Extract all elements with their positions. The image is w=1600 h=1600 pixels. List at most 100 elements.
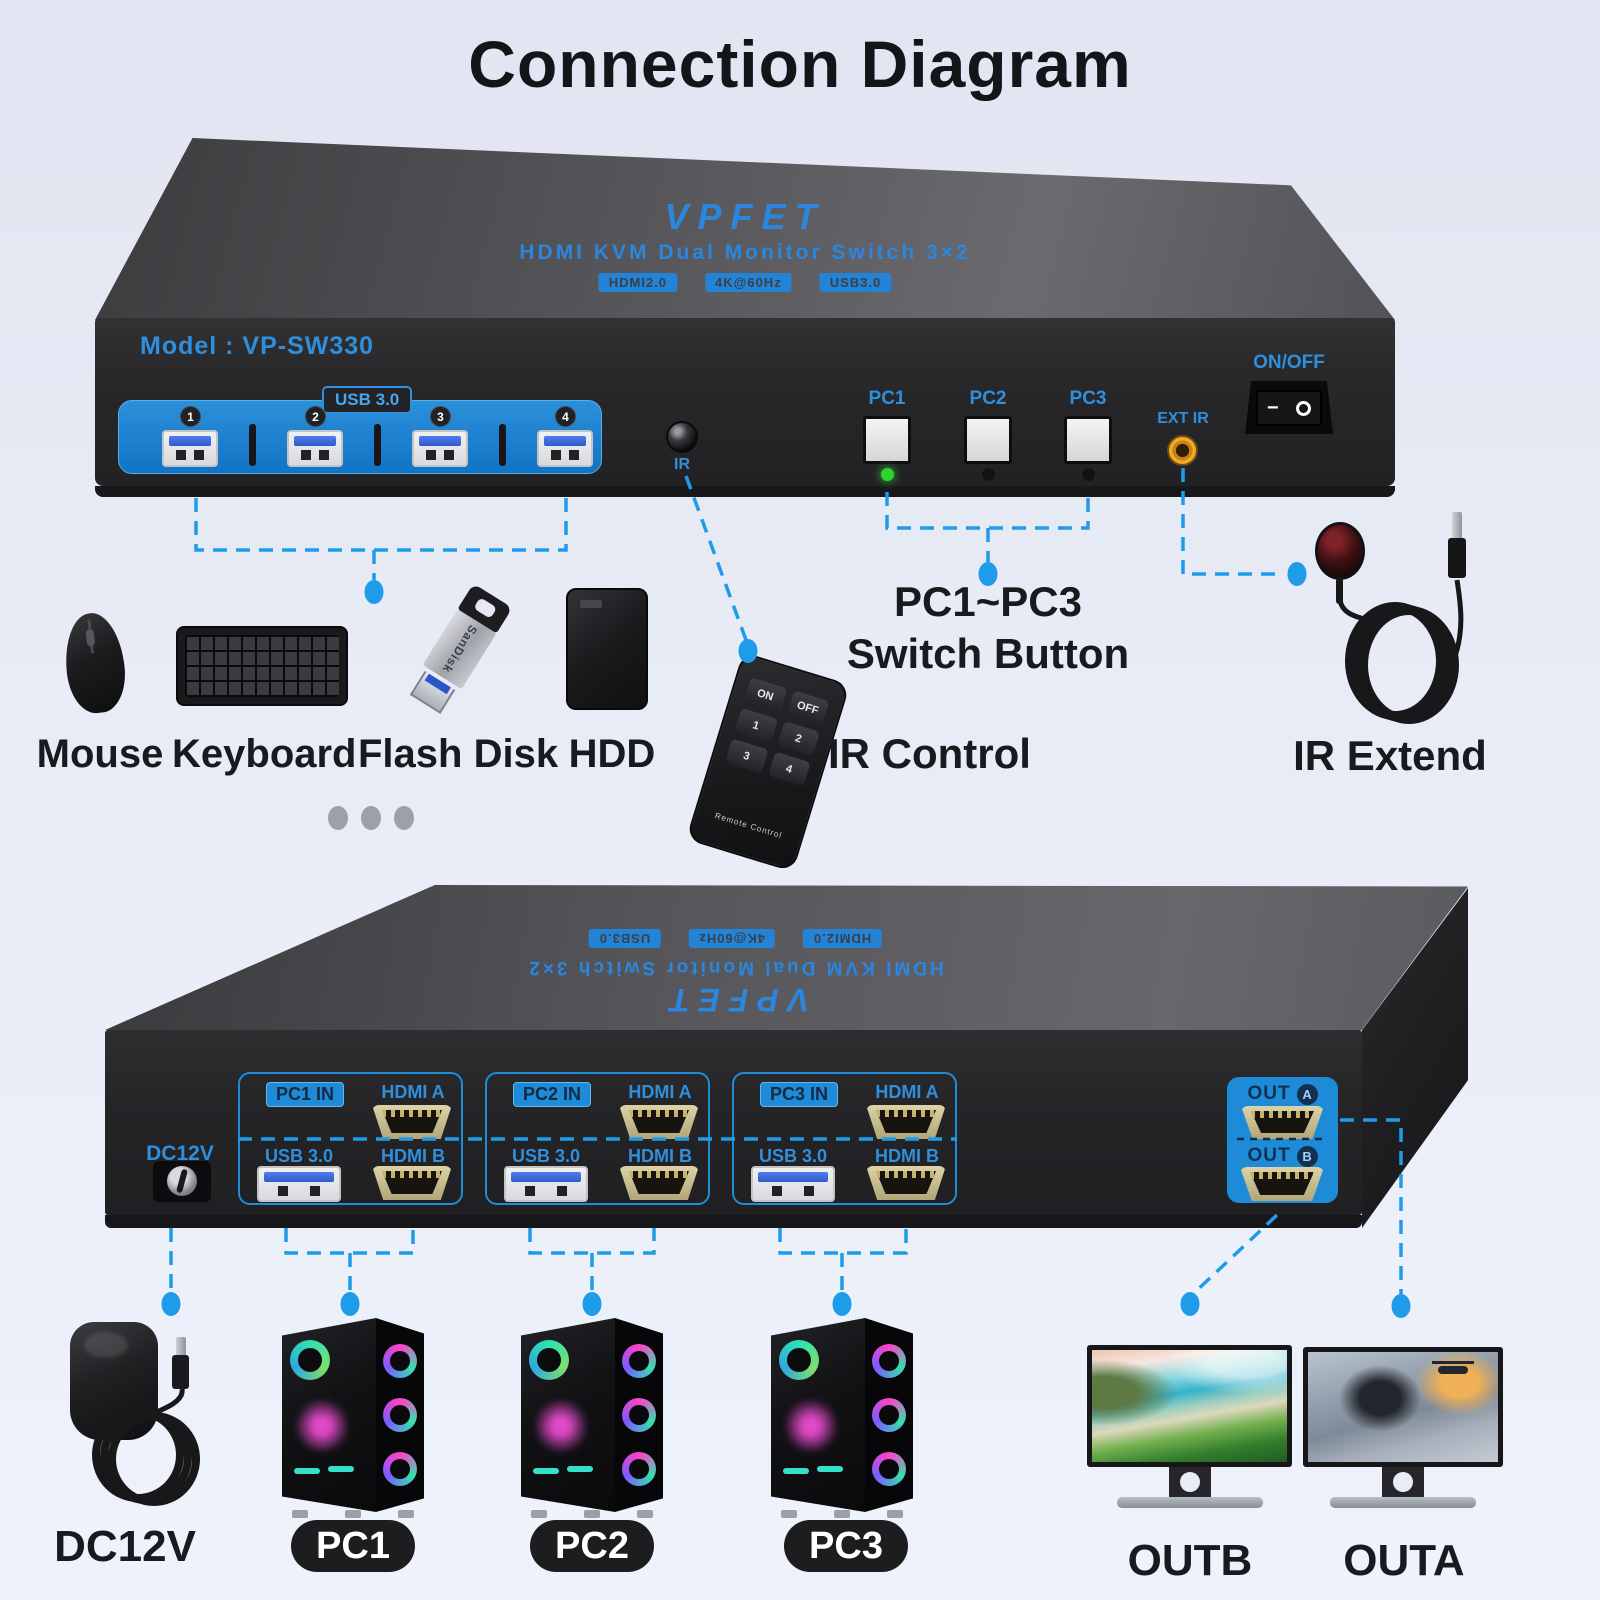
usb-port-1[interactable] <box>162 430 218 467</box>
usb-host-port[interactable] <box>751 1166 835 1202</box>
monitor-outa-stand <box>1382 1467 1424 1499</box>
brand-block-rear: VPFET HDMI KVM Dual Monitor Switch 3×2 H… <box>526 929 943 1018</box>
ext-ir-jack[interactable] <box>1167 435 1198 466</box>
pc3-in-group: PC3 IN HDMI A USB 3.0 HDMI B <box>732 1072 957 1205</box>
pc2-button-label: PC2 <box>969 388 1007 409</box>
remote-1-button[interactable]: 1 <box>734 707 778 743</box>
rocker-off-mark <box>1296 400 1312 416</box>
monitor-outa-base <box>1330 1497 1476 1508</box>
power-rocker-switch[interactable]: − <box>1256 390 1322 426</box>
switch-callout-line1: PC1~PC3 <box>894 578 1082 625</box>
usb-separator <box>374 424 381 466</box>
pc1-button-label: PC1 <box>868 388 906 409</box>
hdmi-a-label: HDMI A <box>875 1082 939 1102</box>
dc-port-label: DC12V <box>146 1142 214 1165</box>
pc1-switch-button[interactable] <box>863 416 911 464</box>
hdmi-b-port[interactable] <box>619 1166 699 1200</box>
pc3-pill-label: PC3 <box>784 1520 908 1572</box>
more-devices-ellipsis <box>328 806 414 830</box>
ir-label: IR <box>674 456 690 473</box>
pc2-tower-icon <box>521 1318 663 1518</box>
hdmi-b-port[interactable] <box>372 1166 452 1200</box>
remote-off-button[interactable]: OFF <box>786 690 830 726</box>
usb-port-number-3: 3 <box>430 406 451 427</box>
hdmi-b-port[interactable] <box>866 1166 946 1200</box>
remote-on-button[interactable]: ON <box>743 677 787 713</box>
dc-barrel-tip <box>176 1337 186 1357</box>
dc12v-label: DC12V <box>54 1522 196 1571</box>
mouse-label: Mouse <box>36 732 164 776</box>
monitor-outa-icon <box>1303 1347 1503 1467</box>
brand-product-name: HDMI KVM Dual Monitor Switch 3×2 <box>519 241 971 264</box>
hdmi-a-label: HDMI A <box>628 1082 692 1102</box>
usb-label: USB 3.0 <box>511 1146 581 1166</box>
outb-label: OUTB <box>1127 1536 1253 1585</box>
model-label: Model : VP-SW330 <box>140 332 375 360</box>
ir-control-label: IR Control <box>828 730 1031 777</box>
dc-power-jack[interactable] <box>153 1161 211 1202</box>
remote-4-button[interactable]: 4 <box>767 751 811 787</box>
pc3-led <box>1082 468 1095 481</box>
remote-3-button[interactable]: 3 <box>724 738 769 774</box>
keyboard-label: Keyboard <box>172 732 357 776</box>
outa-label: OUTA <box>1343 1536 1465 1585</box>
ir-remote-icon: ON OFF 1 2 3 4 Remote Control <box>685 651 851 873</box>
out-b-hdmi-port[interactable] <box>1240 1167 1324 1201</box>
hdmi-b-label: HDMI B <box>628 1146 692 1166</box>
ir-extend-stem <box>1336 578 1343 604</box>
audio-plug-tip <box>1452 512 1462 540</box>
brand-badges-rear: HDMI2.0 4K@60Hz USB3.0 <box>526 929 943 948</box>
usb-port-number-4: 4 <box>555 406 576 427</box>
usb-port-4[interactable] <box>537 430 593 467</box>
helicopter-shape <box>1432 1361 1474 1374</box>
badge-4k: 4K@60Hz <box>705 273 792 292</box>
dc-barrel-plug <box>172 1355 189 1389</box>
hdmi-a-port[interactable] <box>619 1105 699 1139</box>
hdd-icon <box>566 588 648 710</box>
usb-port-3[interactable] <box>412 430 468 467</box>
pc1-pill-label: PC1 <box>291 1520 415 1572</box>
brand-logo: VPFET <box>664 196 826 237</box>
pc1-in-badge: PC1 IN <box>266 1082 345 1107</box>
out-b-label: OUT B <box>1227 1145 1338 1167</box>
ir-receiver-icon <box>666 421 698 453</box>
usb-host-port[interactable] <box>504 1166 588 1202</box>
kvm-front-top-face: VPFET HDMI KVM Dual Monitor Switch 3×2 H… <box>95 138 1395 320</box>
monitor-outb-stand <box>1169 1467 1211 1499</box>
mouse-icon <box>60 610 130 716</box>
usb-port-2[interactable] <box>287 430 343 467</box>
pc2-pill-label: PC2 <box>530 1520 654 1572</box>
rocker-on-mark: − <box>1266 396 1279 419</box>
power-label: ON/OFF <box>1253 352 1325 373</box>
pc1-in-group: PC1 IN HDMI A USB 3.0 HDMI B <box>238 1072 463 1205</box>
usb-label: USB 3.0 <box>758 1146 828 1166</box>
kvm-rear-bottom-edge <box>105 1215 1362 1228</box>
pc3-switch-button[interactable] <box>1064 416 1112 464</box>
remote-2-button[interactable]: 2 <box>776 720 821 756</box>
usb-port-number-1: 1 <box>180 406 201 427</box>
badge-usb-rear: USB3.0 <box>588 929 660 948</box>
audio-plug-body <box>1448 538 1466 578</box>
pc3-in-badge: PC3 IN <box>760 1082 839 1107</box>
brand-block-front: VPFET HDMI KVM Dual Monitor Switch 3×2 H… <box>519 196 970 292</box>
hdmi-a-port[interactable] <box>866 1105 946 1139</box>
usb-port-number-2: 2 <box>305 406 326 427</box>
pc2-switch-button[interactable] <box>964 416 1012 464</box>
monitor-outb-icon <box>1087 1345 1292 1467</box>
usb-host-port[interactable] <box>257 1166 341 1202</box>
adapter-cable-coil <box>108 1412 200 1506</box>
badge-4k-rear: 4K@60Hz <box>687 929 775 948</box>
out-a-hdmi-port[interactable] <box>1241 1106 1324 1139</box>
keyboard-icon <box>176 626 348 706</box>
hdmi-a-port[interactable] <box>372 1105 452 1139</box>
hdmi-a-label: HDMI A <box>381 1082 445 1102</box>
out-a-circle: A <box>1296 1083 1318 1105</box>
hdd-label: HDD <box>568 732 656 776</box>
usb-hub-badge: USB 3.0 <box>322 386 413 414</box>
hdmi-b-label: HDMI B <box>381 1146 445 1166</box>
badge-hdmi: HDMI2.0 <box>598 273 678 292</box>
pc2-in-group: PC2 IN HDMI A USB 3.0 HDMI B <box>485 1072 710 1205</box>
switch-callout-line2: Switch Button <box>846 630 1130 677</box>
kvm-front-bottom-edge <box>95 486 1395 497</box>
